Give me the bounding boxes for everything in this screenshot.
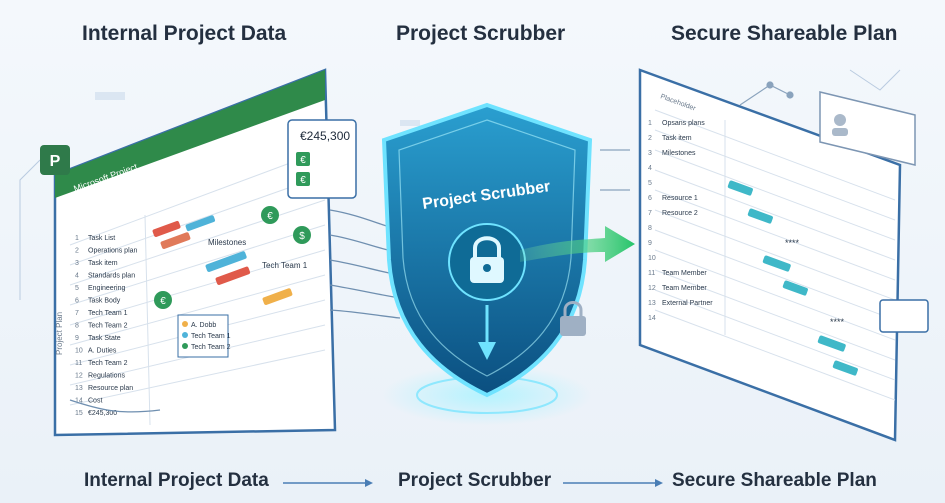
shared-row-label: Milestones bbox=[662, 150, 696, 157]
task-row-label: Tech Team 1 bbox=[88, 310, 128, 317]
row-number: 2 bbox=[75, 248, 79, 255]
footer-secure-plan: Secure Shareable Plan bbox=[672, 470, 877, 491]
task-row-label: Tech Team 2 bbox=[88, 323, 128, 330]
task-row-label: €245,300 bbox=[88, 410, 117, 417]
task-row-label: Task item bbox=[88, 260, 118, 267]
shared-row-label: Team Member bbox=[662, 270, 707, 277]
shared-row-label: Resource 2 bbox=[662, 210, 698, 217]
row-number: 4 bbox=[75, 273, 79, 280]
task-list: 1 Task List 2 Operations plan 3 Task item 4 Sta… bbox=[75, 235, 138, 417]
euro-coin-icon bbox=[154, 291, 172, 309]
money-badge: €245,300 € € bbox=[287, 119, 357, 199]
svg-text:P: P bbox=[50, 153, 61, 170]
euro-coin-icon bbox=[261, 206, 279, 224]
footer-arrows bbox=[283, 479, 663, 487]
task-row-label: Regulations bbox=[88, 373, 125, 380]
task-row-label: Task Body bbox=[88, 298, 121, 305]
project-scrubber-shield: Project Scrubber bbox=[381, 102, 593, 398]
svg-text:$: $ bbox=[299, 231, 305, 242]
row-number: 6 bbox=[648, 195, 652, 202]
row-number: 14 bbox=[648, 315, 656, 322]
footer-internal-data: Internal Project Data bbox=[84, 470, 269, 491]
legend-label: Tech Team 2 bbox=[191, 344, 231, 351]
task-row-label: Tech Team 2 bbox=[88, 360, 128, 367]
masked-text: **** bbox=[830, 317, 845, 327]
ms-project-icon bbox=[40, 145, 70, 175]
shared-row-label: Opsans plans bbox=[662, 120, 705, 127]
row-number: 10 bbox=[648, 255, 656, 262]
row-number: 11 bbox=[648, 270, 655, 277]
row-number: 3 bbox=[648, 150, 652, 157]
legend-marker bbox=[182, 343, 188, 349]
background-decor bbox=[19, 69, 901, 300]
row-number: 8 bbox=[648, 225, 652, 232]
heading-project-scrubber: Project Scrubber bbox=[396, 22, 566, 45]
shared-row-label: Resource 1 bbox=[662, 195, 698, 202]
row-number: 9 bbox=[648, 240, 652, 247]
doc-card bbox=[879, 299, 929, 333]
output-arrow bbox=[520, 226, 635, 262]
task-row-label: Task State bbox=[88, 335, 121, 342]
shared-row-label: Team Member bbox=[662, 285, 707, 292]
task-row-label: Task List bbox=[88, 235, 115, 242]
svg-text:€: € bbox=[267, 211, 273, 222]
task-row-label: A. Duties bbox=[88, 348, 117, 355]
svg-text:€245,300: €245,300 bbox=[300, 129, 350, 143]
svg-text:€: € bbox=[300, 155, 306, 166]
task-row-label: Operations plan bbox=[88, 248, 138, 255]
small-lock-icon bbox=[560, 301, 586, 336]
row-number: 6 bbox=[75, 298, 79, 305]
milestones-label: Milestones bbox=[208, 238, 246, 247]
row-number: 10 bbox=[75, 348, 83, 355]
row-number: 7 bbox=[75, 310, 79, 317]
shared-row-label: External Partner bbox=[662, 300, 713, 307]
row-number: 13 bbox=[648, 300, 656, 307]
shared-row-label: Task item bbox=[662, 135, 692, 142]
masked-text: **** bbox=[785, 238, 800, 248]
svg-text:€: € bbox=[160, 296, 166, 307]
row-number: 1 bbox=[648, 120, 652, 127]
row-number: 14 bbox=[75, 398, 83, 405]
legend-label: Tech Team 1 bbox=[191, 333, 231, 340]
user-avatar-icon bbox=[834, 114, 846, 126]
heading-internal-data: Internal Project Data bbox=[82, 22, 287, 45]
footer-project-scrubber: Project Scrubber bbox=[398, 470, 552, 491]
team-callout: Tech Team 1 bbox=[262, 261, 308, 270]
row-number: 13 bbox=[75, 385, 83, 392]
row-number: 7 bbox=[648, 210, 652, 217]
dollar-coin-icon bbox=[293, 226, 311, 244]
profile-card bbox=[819, 91, 916, 166]
heading-secure-plan: Secure Shareable Plan bbox=[671, 22, 898, 45]
task-row-label: Engineering bbox=[88, 285, 125, 292]
legend-marker bbox=[182, 332, 188, 338]
task-row-label: Cost bbox=[88, 398, 102, 405]
legend-label: A. Dobb bbox=[191, 322, 216, 329]
legend-marker bbox=[182, 321, 188, 327]
row-number: 4 bbox=[648, 165, 652, 172]
row-number: 3 bbox=[75, 260, 79, 267]
task-row-label: Resource plan bbox=[88, 385, 133, 392]
row-number: 2 bbox=[648, 135, 652, 142]
row-number: 5 bbox=[648, 180, 652, 187]
row-number: 11 bbox=[75, 360, 82, 367]
task-row-label: Standards plan bbox=[88, 273, 135, 280]
row-number: 9 bbox=[75, 335, 79, 342]
svg-text:€: € bbox=[300, 175, 306, 186]
row-number: 12 bbox=[648, 285, 656, 292]
network-lines bbox=[600, 81, 794, 191]
row-number: 12 bbox=[75, 373, 83, 380]
row-number: 8 bbox=[75, 323, 79, 330]
side-label: Project Plan bbox=[55, 312, 64, 355]
row-number: 1 bbox=[75, 235, 79, 242]
row-number: 15 bbox=[75, 410, 83, 417]
row-number: 5 bbox=[75, 285, 79, 292]
